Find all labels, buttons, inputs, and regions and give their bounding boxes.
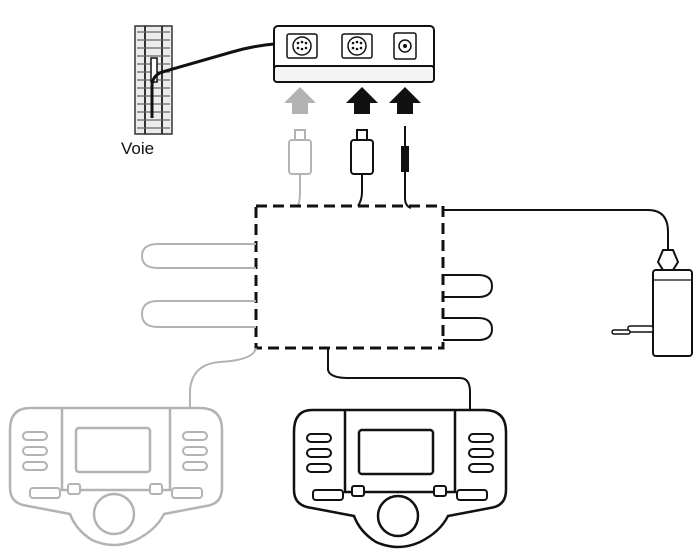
handheld-controller-icon [8, 406, 224, 547]
black-cable-loops [443, 274, 494, 341]
handheld-controller-icon [292, 408, 508, 549]
track-label: Voie [121, 139, 155, 158]
power-adapter-cable [443, 209, 669, 250]
arrow-up-icon [284, 87, 316, 114]
power-socket [393, 32, 417, 60]
din-plug-icon [350, 129, 374, 207]
cable-junction-area [254, 204, 445, 350]
din-socket-1 [286, 33, 318, 59]
arrow-up-icon [346, 87, 378, 114]
track-feeder-cable [150, 42, 275, 118]
din-socket-2 [341, 33, 373, 59]
din-plug-icon [288, 129, 312, 207]
power-adapter-icon [611, 249, 693, 357]
power-plug-icon [401, 126, 412, 209]
arrow-up-icon [389, 87, 421, 114]
connection-box [273, 25, 435, 83]
grey-cable-loops [140, 243, 256, 328]
black-controller-cable [327, 348, 471, 412]
grey-controller-cable [189, 347, 257, 410]
